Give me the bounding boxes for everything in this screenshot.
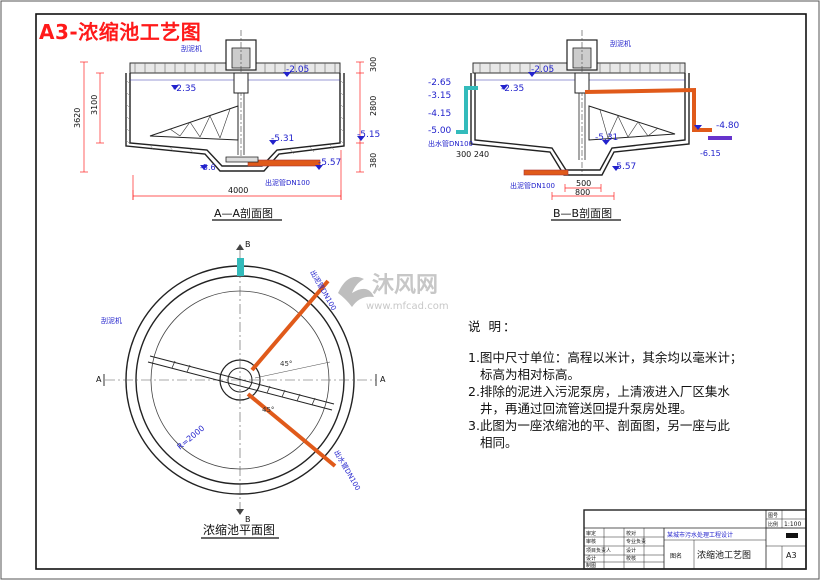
tb-role-3: 设计: [586, 555, 596, 562]
sheet-title: A3-浓缩池工艺图: [39, 20, 202, 44]
tb-role-0: 审定: [586, 530, 596, 537]
bb-el-bottom: -5.57: [613, 162, 636, 172]
tb-project: 某城市污水处理工程设计: [667, 531, 733, 539]
aa-machine-label: 刮泥机: [181, 44, 202, 53]
plan-a-right: A: [380, 375, 386, 384]
plan-radius-label: R=2000: [176, 424, 207, 452]
bb-el-a: -2.65: [428, 78, 451, 88]
bb-outlet-mark: [708, 136, 732, 140]
note-1-line1: 1.图中尺寸单位：高程以米计，其余均以毫米计；: [468, 350, 743, 365]
plan-pipe-upper: [250, 279, 330, 372]
tb-role2-1: 专业负责: [626, 538, 646, 545]
plan-b-bottom: B: [245, 515, 251, 524]
watermark-brand: 沐风网: [372, 273, 438, 298]
aa-dim-380: 380: [369, 153, 378, 168]
aa-el-bottom2: -5.6: [200, 163, 216, 172]
aa-dim-3100: 3100: [90, 95, 99, 115]
note-2-line1: 2.排除的泥进入污泥泵房，上清液进入厂区集水: [468, 384, 730, 399]
bb-el-pipe: -4.80: [716, 121, 740, 131]
plan-view: [103, 244, 377, 515]
bb-el-water: -2.35: [501, 84, 524, 94]
aa-el-side: -5.15: [357, 130, 380, 140]
tb-role2-0: 校对: [626, 530, 636, 537]
watermark-logo: [338, 276, 374, 307]
bb-overflow-pipe: [584, 87, 712, 132]
plan-inlet: [237, 258, 244, 276]
tb-scale-label: 比例: [768, 521, 778, 528]
tb-role-2: 项目负责人: [586, 547, 611, 554]
bb-el-pipe2: -6.15: [700, 149, 721, 158]
plan-pipe-lower: [246, 392, 337, 468]
bb-el-c: -4.15: [428, 109, 451, 119]
note-3-line1: 3.此图为一座浓缩池的平、剖面图，另一座与此: [468, 418, 730, 433]
aa-dim-total: 3620: [73, 108, 82, 128]
bb-el-cone: -5.31: [595, 133, 618, 143]
bb-machine-label: 刮泥机: [610, 39, 631, 48]
tb-role-1: 审核: [586, 538, 596, 545]
note-1-line2: 标高为相对标高。: [480, 367, 581, 382]
plan-title: 浓缩池平面图: [203, 522, 275, 537]
plan-angle2: 45°: [262, 406, 274, 414]
tb-num-label: 图名: [670, 552, 682, 560]
note-3-line2: 相同。: [480, 435, 518, 450]
aa-sludge-pipe: [247, 159, 321, 167]
bb-outlet-label: 出泥管DN100: [510, 181, 555, 190]
plan-pipe2-label: 出水管DN100: [332, 449, 362, 492]
bb-water-pipe: [456, 86, 478, 134]
bb-water-out-label: 出水管DN100: [428, 139, 473, 148]
tb-scale: 1:100: [784, 521, 801, 528]
aa-el-cone: -5.31: [271, 134, 294, 144]
notes-block: 说 明： 1.图中尺寸单位：高程以米计，其余均以毫米计； 标高为相对标高。 2.…: [468, 318, 758, 451]
plan-angle1: 45°: [280, 360, 292, 368]
section-bb: [456, 30, 732, 200]
plan-machine-label: 刮泥机: [101, 316, 122, 325]
sheet-border-inner: [35, 13, 807, 570]
notes-heading: 说 明：: [468, 319, 518, 334]
aa-outlet-label: 出泥管DN100: [265, 178, 310, 187]
bb-sludge-pipe: [523, 169, 569, 176]
note-2-line2: 井，再通过回流管送回提升泵房处理。: [480, 401, 693, 416]
aa-dim-4000: 4000: [228, 186, 248, 195]
tb-role-4: 制图: [586, 562, 596, 569]
bb-dims: 300 240: [456, 150, 489, 159]
tb-role2-2: 设计: [626, 547, 636, 554]
aa-el-bottom: -5.57: [318, 158, 341, 168]
tb-drawing-name: 浓缩池工艺图: [697, 549, 751, 561]
bb-el-top: -2.05: [531, 65, 554, 75]
aa-el-top: -2.05: [286, 65, 309, 75]
bb-section-title: B—B剖面图: [553, 206, 612, 220]
bb-dim-500: 500: [576, 179, 591, 188]
plan-a-left: A: [96, 375, 102, 384]
section-aa: [80, 30, 365, 200]
plan-b-top: B: [245, 240, 251, 249]
tb-role2-3: 校核: [626, 555, 636, 562]
tb-sheet-label: 图号: [768, 513, 778, 519]
aa-dim-300: 300: [369, 57, 378, 72]
watermark: 沐风网 www.mfcad.com: [338, 273, 449, 312]
aa-el-water: -2.35: [173, 84, 196, 94]
aa-section-title: A—A剖面图: [214, 206, 273, 220]
bb-el-b: -3.15: [428, 91, 451, 101]
title-block: [583, 509, 807, 570]
bb-el-d: -5.00: [428, 126, 452, 136]
aa-dim-2800: 2800: [369, 96, 378, 116]
watermark-url: www.mfcad.com: [366, 301, 449, 312]
bb-dim-800: 800: [575, 188, 590, 197]
tb-size: A3: [786, 551, 797, 560]
